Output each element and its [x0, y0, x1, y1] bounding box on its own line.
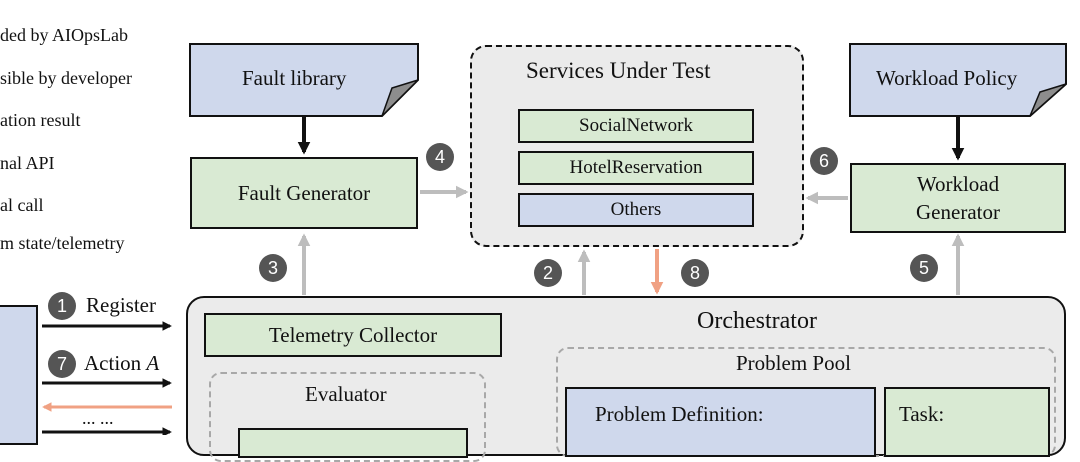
service-others: Others	[518, 193, 754, 227]
legend-item-1: ded by AIOpsLab	[0, 25, 128, 45]
workload-generator: Workload Generator	[850, 163, 1066, 233]
legend-item-6: m state/telemetry	[0, 233, 125, 253]
step-badge-1: 1	[48, 292, 76, 320]
service-hotelreservation-label: HotelReservation	[569, 157, 703, 178]
fault-generator-label: Fault Generator	[237, 181, 371, 205]
telemetry-collector: Telemetry Collector	[204, 313, 502, 357]
action-label: Action A	[84, 351, 159, 376]
workload-policy-label: Workload Policy	[876, 66, 1018, 90]
services-title: Services Under Test	[526, 58, 711, 83]
service-socialnetwork-label: SocialNetwork	[579, 115, 693, 136]
evaluator-title: Evaluator	[305, 382, 387, 406]
step-badge-4: 4	[426, 143, 454, 171]
step-badge-8: 8	[681, 259, 709, 287]
step-badge-2: 2	[534, 259, 562, 287]
task-box: Task:	[884, 387, 1050, 457]
ellipsis-label: ... ...	[82, 408, 114, 428]
task-label: Task:	[899, 402, 945, 426]
fault-library-shape	[189, 43, 419, 117]
step-badge-5: 5	[910, 254, 938, 282]
service-hotelreservation: HotelReservation	[518, 151, 754, 185]
telemetry-collector-label: Telemetry Collector	[268, 323, 438, 347]
legend-item-5: al call	[0, 195, 44, 215]
problem-pool-title: Problem Pool	[736, 351, 851, 375]
action-label-var: A	[146, 351, 160, 375]
evaluator-inner-box	[238, 428, 468, 458]
fault-generator: Fault Generator	[190, 157, 418, 229]
agent-box	[0, 305, 38, 445]
step-badge-6: 6	[810, 147, 838, 175]
diagram-connectors	[42, 43, 1067, 435]
legend-item-2: sible by developer	[0, 68, 132, 88]
action-label-prefix: Action	[84, 351, 142, 375]
legend-item-3: ation result	[0, 110, 81, 130]
step-badge-3: 3	[259, 254, 287, 282]
service-socialnetwork: SocialNetwork	[518, 109, 754, 143]
workload-generator-line1: Workload	[916, 172, 1000, 196]
orchestrator-title: Orchestrator	[697, 308, 817, 334]
problem-definition-label: Problem Definition:	[595, 402, 764, 426]
fault-library-label: Fault library	[242, 66, 347, 90]
service-others-label: Others	[610, 199, 662, 220]
workload-generator-line2: Generator	[916, 200, 1000, 224]
problem-definition-box: Problem Definition:	[565, 387, 876, 457]
legend-item-4: nal API	[0, 153, 55, 173]
workload-policy-shape	[849, 43, 1067, 117]
register-label: Register	[86, 293, 156, 317]
step-badge-7: 7	[48, 350, 76, 378]
